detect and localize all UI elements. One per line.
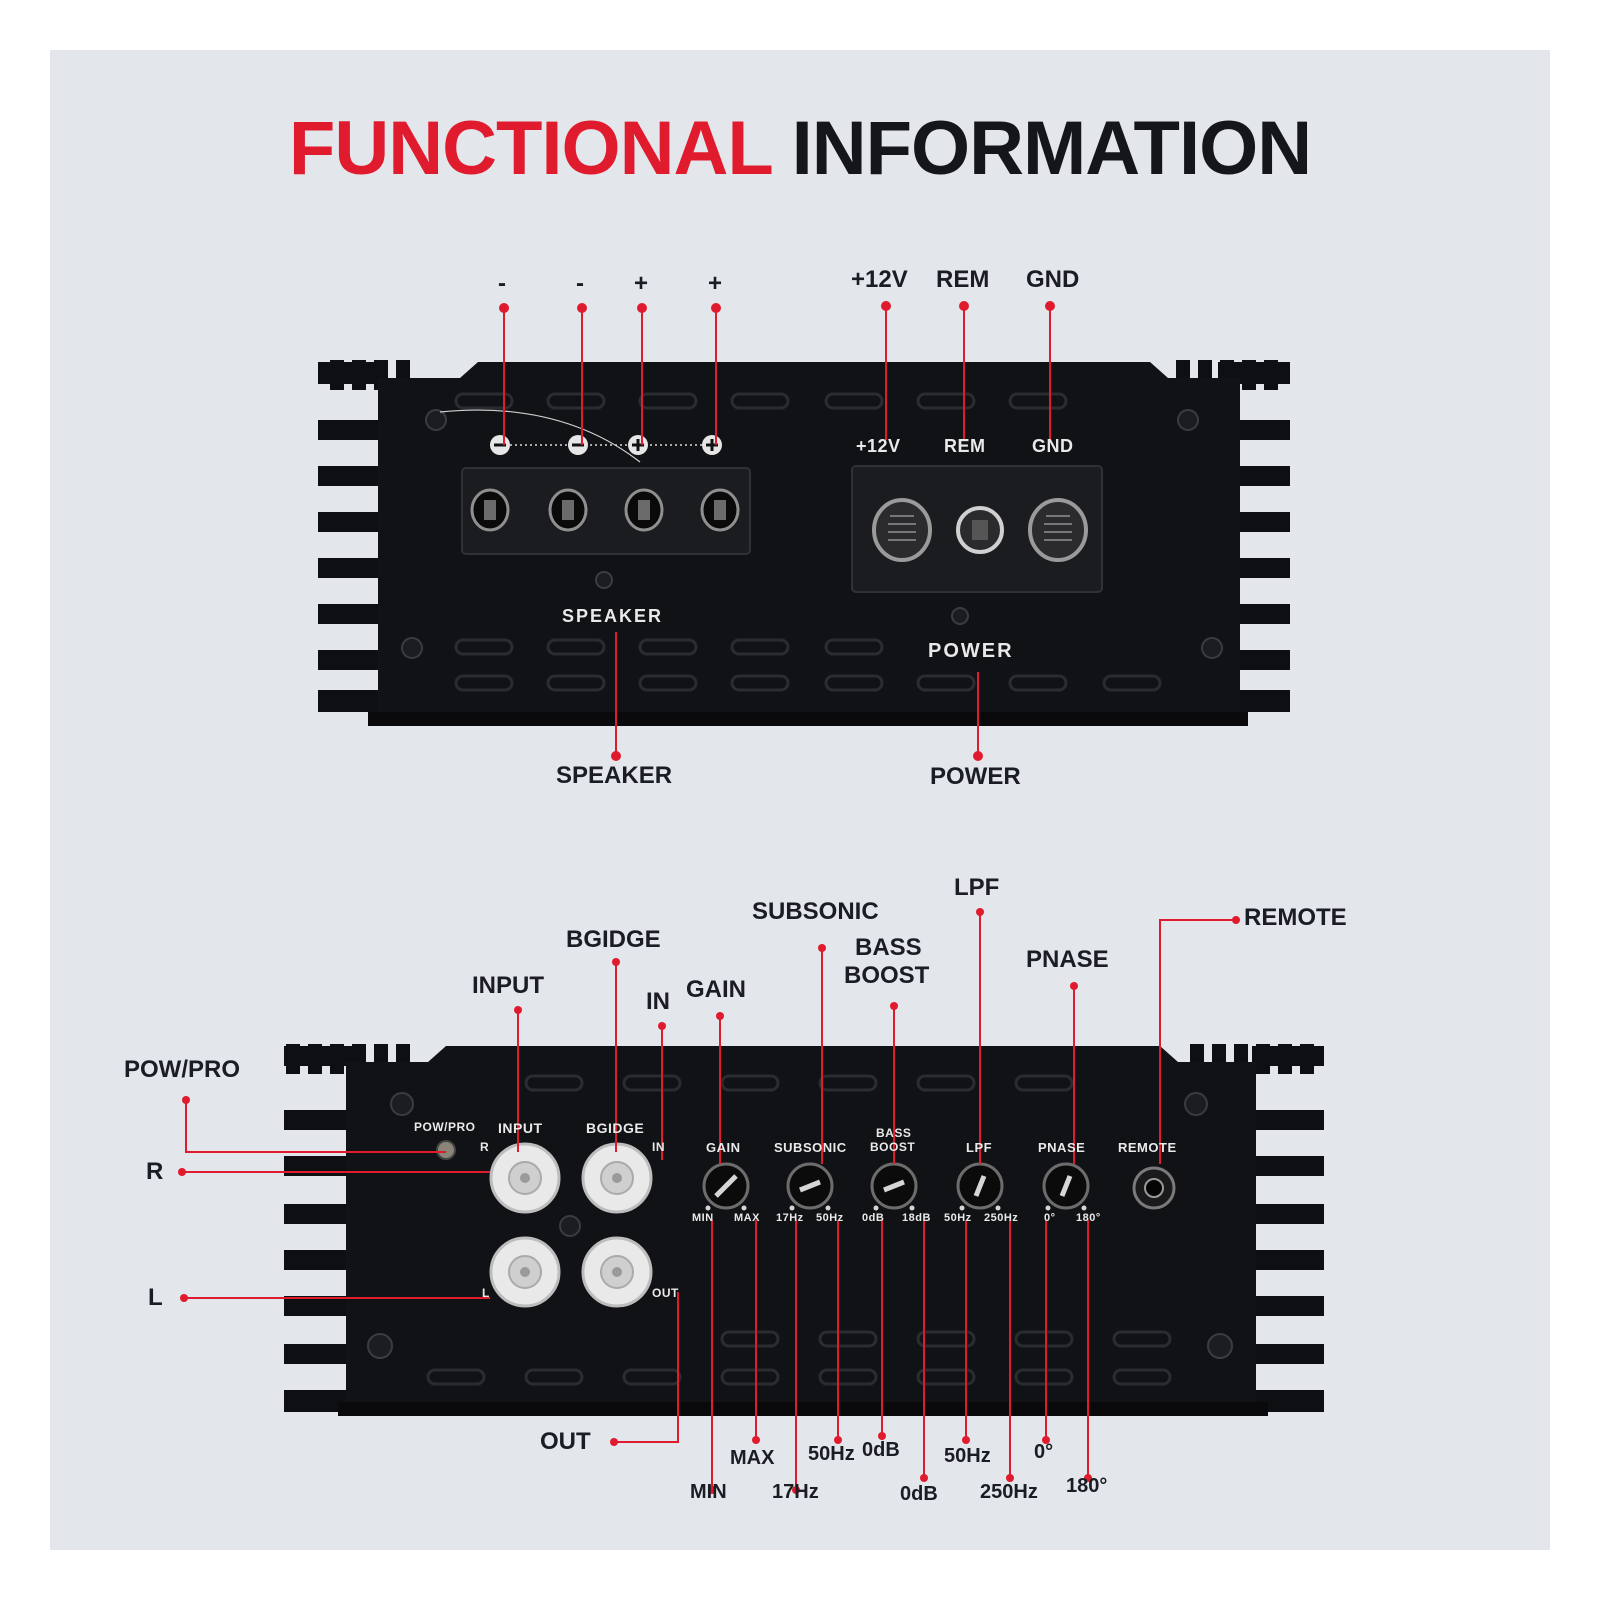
speaker-terminals [470, 488, 740, 532]
bottom-vent-slots [426, 1074, 1172, 1386]
panel-scale-0db: 0dB [862, 1212, 885, 1224]
label-180-degree: 180° [1066, 1475, 1108, 1497]
top-leader-lines [499, 301, 1055, 761]
panel-label-rem: REM [944, 436, 986, 456]
panel-label-bgidge: BGIDGE [586, 1120, 645, 1136]
panel-scale-lpf-50hz: 50Hz [944, 1212, 972, 1224]
label-gnd: GND [1026, 266, 1080, 293]
panel-label-subsonic: SUBSONIC [774, 1140, 847, 1155]
label-boost: BOOST [844, 962, 930, 989]
label-pnase: PNASE [1026, 946, 1109, 973]
page-title: FUNCTIONAL INFORMATION [0, 104, 1600, 194]
panel-scale-250hz: 250Hz [984, 1212, 1019, 1224]
panel-label-pow-pro: POW/PRO [414, 1120, 476, 1134]
label-subsonic: SUBSONIC [752, 898, 879, 925]
label-17hz: 17Hz [772, 1481, 819, 1503]
title-accent-word: FUNCTIONAL [288, 106, 773, 191]
panel-label-lpf: LPF [966, 1140, 993, 1155]
label-bgidge: BGIDGE [566, 926, 661, 953]
top-vent-slots [454, 392, 1162, 692]
panel-label-12v: +12V [856, 436, 901, 456]
label-power: POWER [930, 763, 1021, 790]
bottom-screws [367, 1092, 1233, 1359]
label-0db-a: 0dB [862, 1439, 900, 1461]
top-screws [401, 409, 1223, 659]
label-rem: REM [936, 266, 990, 293]
bottom-device-body [346, 1046, 1256, 1408]
panel-scale-180-degree: 180° [1076, 1212, 1101, 1224]
panel-label-remote: REMOTE [1118, 1140, 1177, 1155]
panel-label-speaker: SPEAKER [562, 606, 664, 626]
panel-label-out: OUT [652, 1286, 679, 1300]
label-out: OUT [540, 1428, 591, 1455]
panel-label-r: R [480, 1140, 490, 1154]
label-0db-b: 0dB [900, 1483, 938, 1505]
control-knobs [702, 1162, 1090, 1211]
label-l: L [148, 1284, 163, 1311]
label-12v: +12V [851, 266, 908, 293]
panel-scale-0-degree: 0° [1044, 1212, 1056, 1224]
label-input: INPUT [472, 972, 544, 999]
panel-label-input: INPUT [498, 1120, 543, 1136]
speaker-terminal-block [461, 467, 751, 555]
panel-scale-max: MAX [734, 1212, 760, 1224]
panel-label-pnase: PNASE [1038, 1140, 1086, 1155]
bottom-leader-dots [178, 908, 1240, 1494]
title-word: INFORMATION [791, 106, 1313, 191]
panel-label-gnd: GND [1032, 436, 1074, 456]
panel-scale-17hz: 17Hz [776, 1212, 804, 1224]
label-0-degree: 0° [1034, 1441, 1054, 1463]
label-50hz-lpf: 50Hz [944, 1445, 991, 1467]
remote-jack-icon [1132, 1166, 1176, 1210]
label-r: R [146, 1158, 164, 1185]
panel-scale-50hz: 50Hz [816, 1212, 844, 1224]
label-speaker-plus-2: + [708, 270, 723, 297]
power-terminals [872, 498, 1088, 562]
label-remote: REMOTE [1244, 904, 1347, 931]
panel-label-gain: GAIN [706, 1140, 741, 1155]
panel-label-power: POWER [928, 640, 1014, 662]
panel-scale-18db: 18dB [902, 1212, 931, 1224]
label-gain: GAIN [686, 976, 746, 1003]
label-speaker: SPEAKER [556, 762, 673, 789]
label-speaker-minus-1: - [498, 270, 506, 297]
panel-label-l: L [482, 1286, 490, 1300]
label-min: MIN [690, 1481, 727, 1503]
label-pow-pro: POW/PRO [124, 1056, 241, 1083]
panel-label-bass: BASS [876, 1126, 912, 1140]
label-in: IN [646, 988, 670, 1015]
panel-scale-min: MIN [692, 1212, 714, 1224]
panel-label-boost: BOOST [870, 1140, 916, 1154]
label-lpf: LPF [954, 874, 1000, 901]
pow-pro-led-icon [436, 1140, 456, 1160]
label-250hz: 250Hz [980, 1481, 1038, 1503]
label-50hz-subsonic: 50Hz [808, 1443, 855, 1465]
top-device-body [378, 362, 1240, 718]
panel-label-in: IN [652, 1140, 665, 1154]
bottom-leader-lines [182, 912, 1236, 1490]
label-bass: BASS [855, 934, 922, 961]
label-max: MAX [730, 1447, 775, 1469]
label-speaker-minus-2: - [576, 270, 584, 297]
label-speaker-plus-1: + [634, 270, 649, 297]
rca-jacks [489, 1142, 653, 1308]
